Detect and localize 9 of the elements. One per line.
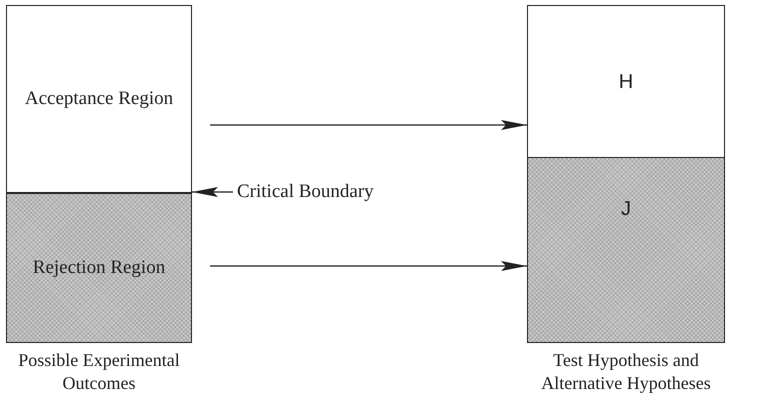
caption-text: Possible Experimental Outcomes (17, 349, 181, 395)
hypothesis-box: J (527, 157, 725, 343)
region-box: Rejection Region (6, 194, 192, 343)
arrow (210, 261, 527, 271)
caption-text: Test Hypothesis and Alternative Hypotheses (540, 349, 712, 395)
leader-line (192, 187, 233, 197)
callout-label: Critical Boundary (237, 181, 374, 205)
arrow (210, 120, 527, 130)
boundary-line (6, 192, 192, 194)
